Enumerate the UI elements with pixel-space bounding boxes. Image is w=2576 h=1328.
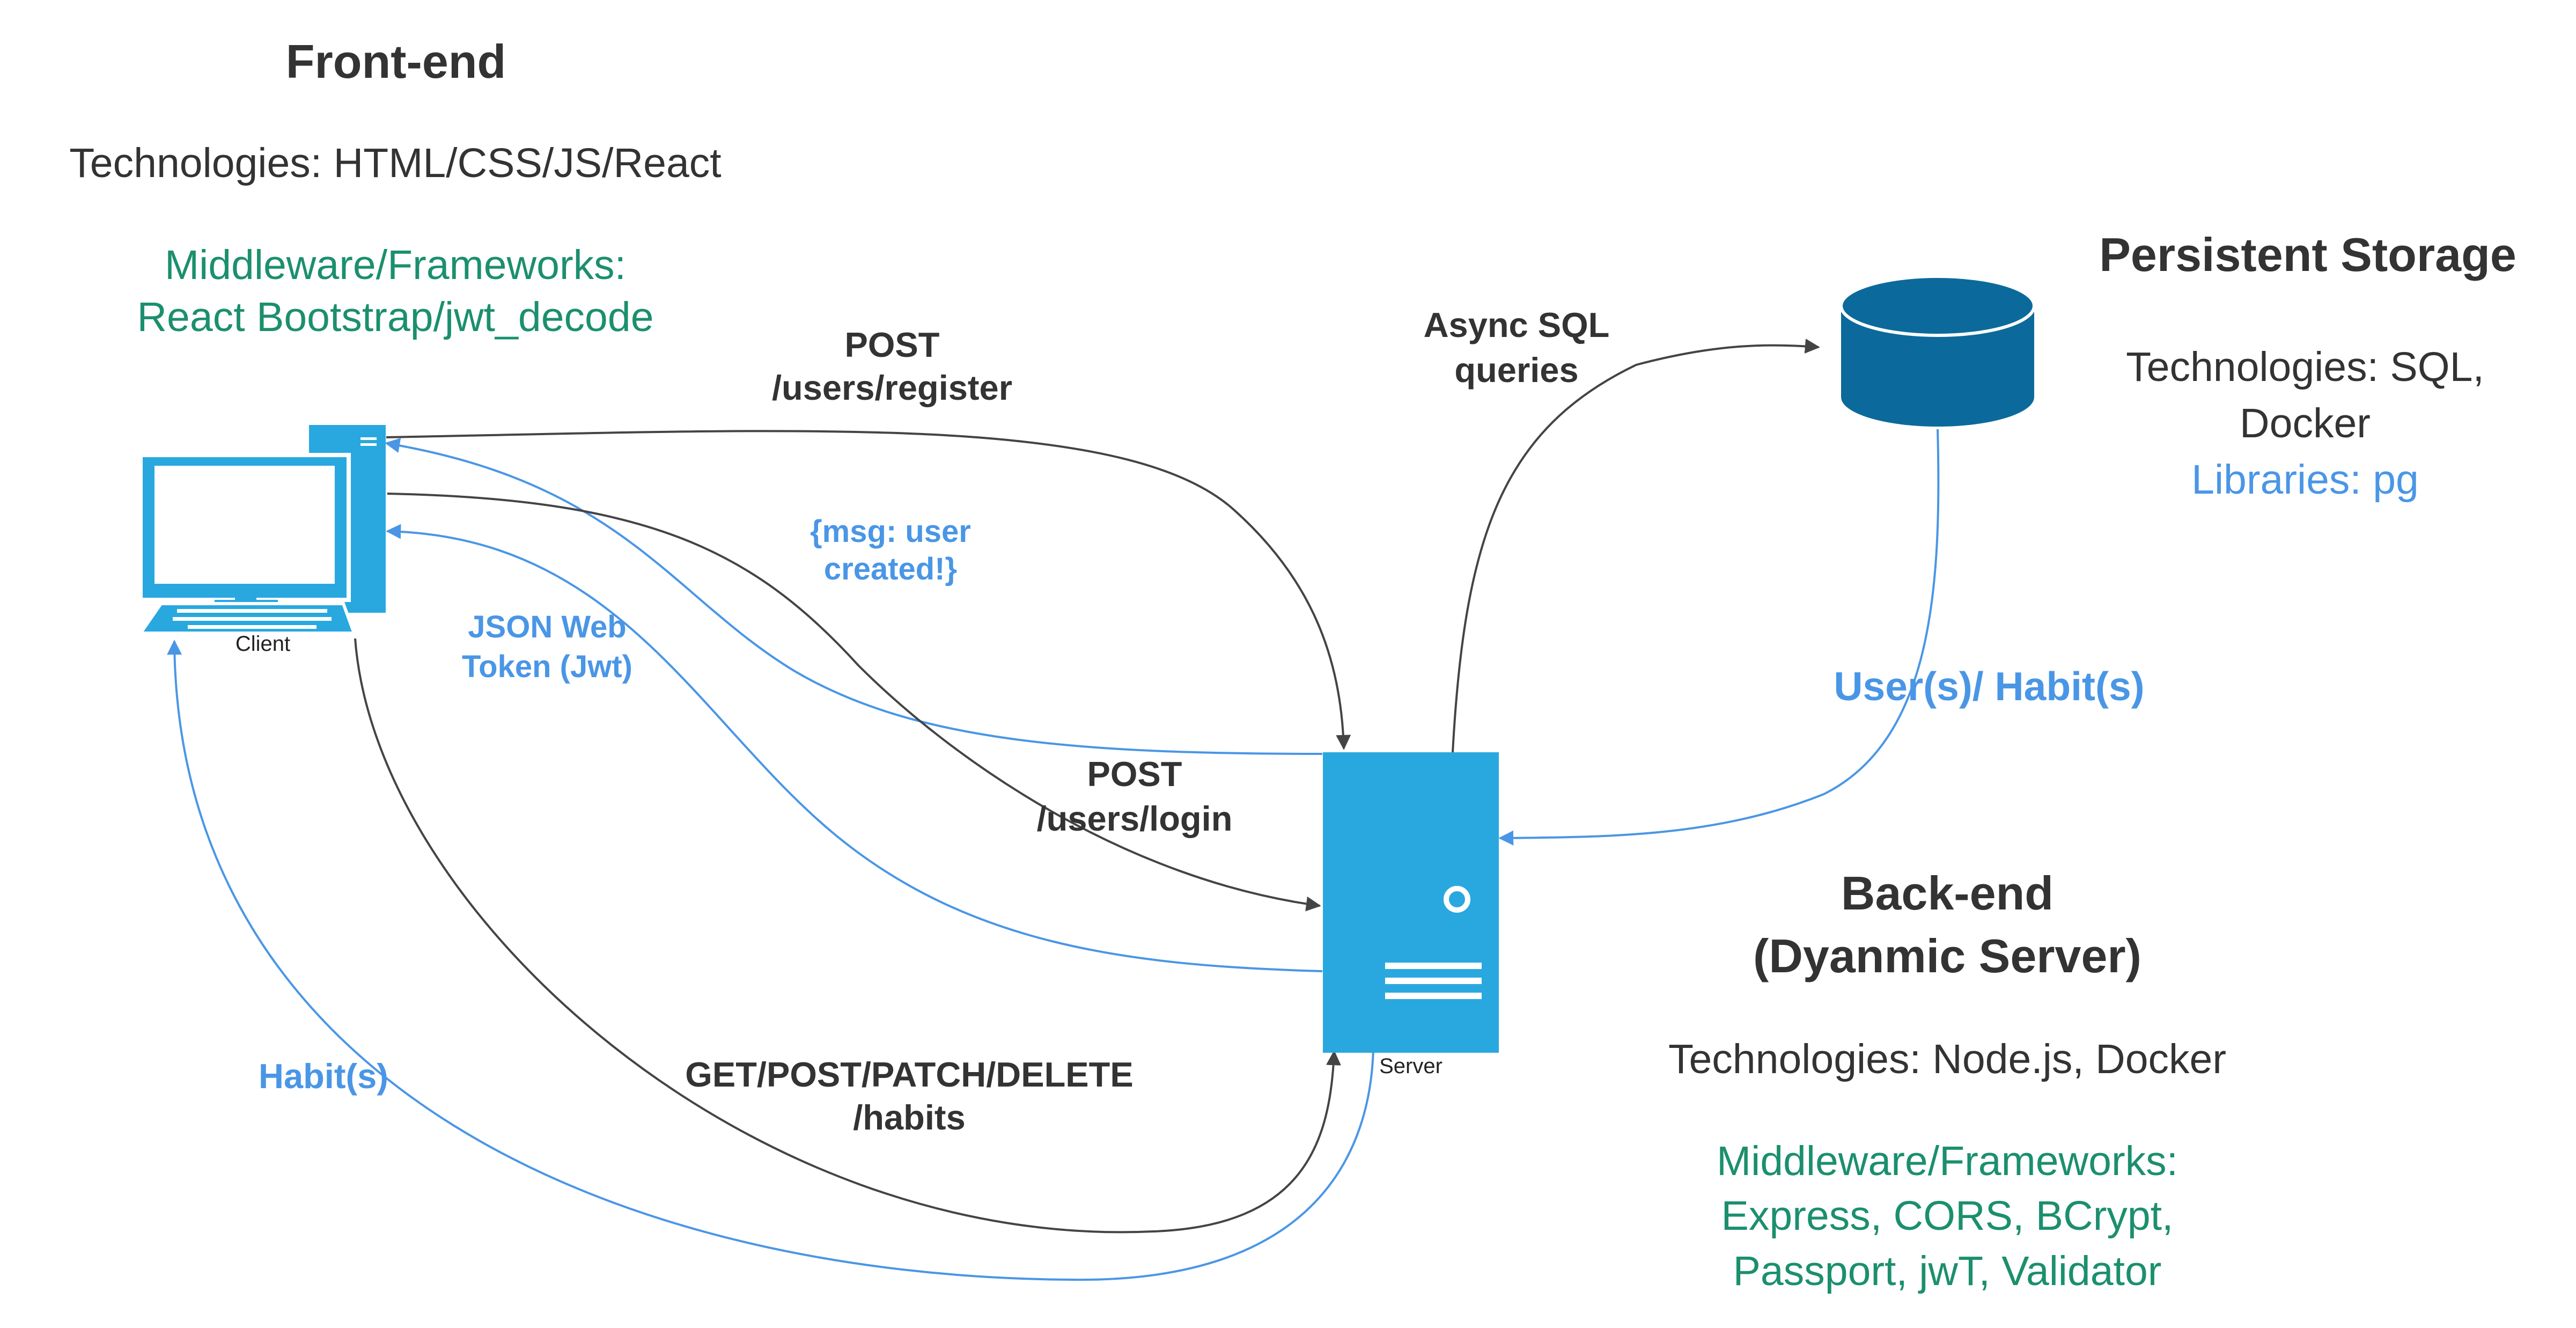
backend-title-line1: Back-end <box>1841 867 2054 920</box>
storage-technologies-line2: Docker <box>2240 400 2371 446</box>
label-db-response: User(s)/ Habit(s) <box>1834 664 2144 709</box>
label-sql-line2: queries <box>1454 350 1578 390</box>
edge-habits-request <box>354 638 1341 1234</box>
backend-middleware-line3: Passport, jwT, Validator <box>1733 1248 2162 1294</box>
label-msg-line1: {msg: user <box>810 514 971 549</box>
edge-habits-response <box>167 640 1374 1281</box>
label-sql-line1: Async SQL <box>1424 305 1610 344</box>
label-habits-request-line1: GET/POST/PATCH/DELETE <box>685 1055 1133 1094</box>
backend-middleware-line1: Middleware/Frameworks: <box>1717 1138 2178 1184</box>
label-msg-line2: created!} <box>824 552 957 586</box>
storage-libraries: Libraries: pg <box>2191 457 2419 503</box>
edge-msg-user-created <box>385 438 1323 755</box>
backend-title-line2: (Dyanmic Server) <box>1753 929 2141 982</box>
edge-post-login <box>387 493 1321 912</box>
edge-jwt-response <box>386 524 1323 972</box>
database-icon <box>1839 275 2036 427</box>
frontend-title: Front-end <box>286 35 506 88</box>
edge-async-sql <box>1452 339 1820 753</box>
edge-post-register <box>386 430 1351 750</box>
backend-middleware-line2: Express, CORS, BCrypt, <box>1721 1193 2174 1239</box>
label-login-line1: POST <box>1087 754 1182 794</box>
frontend-middleware-value: React Bootstrap/jwt_decode <box>137 294 653 340</box>
server-box <box>1323 752 1499 1053</box>
label-jwt-line2: Token (Jwt) <box>462 649 632 684</box>
storage-title: Persistent Storage <box>2099 228 2516 281</box>
client-label: Client <box>235 632 290 656</box>
client-computer-icon <box>137 425 386 635</box>
server-icon <box>1323 752 1499 1053</box>
server-power-led <box>1444 886 1470 913</box>
label-register-line1: POST <box>845 325 940 364</box>
frontend-technologies: Technologies: HTML/CSS/JS/React <box>69 140 721 186</box>
backend-technologies: Technologies: Node.js, Docker <box>1668 1036 2226 1082</box>
label-jwt-line1: JSON Web <box>468 610 626 644</box>
frontend-middleware-label: Middleware/Frameworks: <box>165 242 626 288</box>
edge-db-response <box>1498 429 1940 846</box>
server-label: Server <box>1379 1054 1442 1078</box>
label-habits-request-line2: /habits <box>853 1098 965 1137</box>
label-habits-response: Habit(s) <box>259 1056 388 1096</box>
label-login-line2: /users/login <box>1037 799 1233 838</box>
storage-technologies-line1: Technologies: SQL, <box>2126 344 2484 390</box>
label-register-line2: /users/register <box>772 368 1012 407</box>
